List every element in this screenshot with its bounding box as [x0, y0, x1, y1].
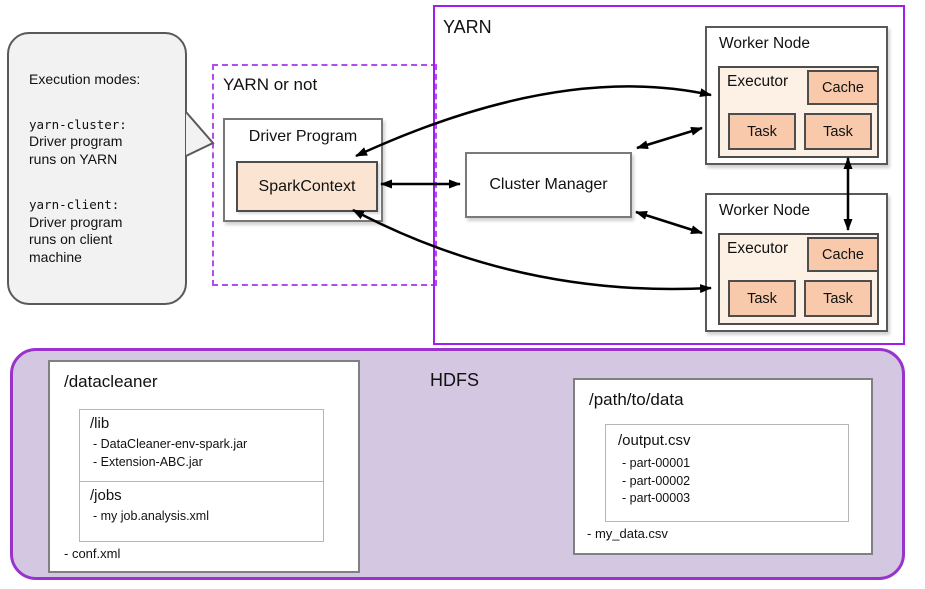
file-entry: - DataCleaner-env-spark.jar — [93, 437, 248, 451]
mode1-desc-line: Driver program — [29, 133, 123, 149]
mode1-desc-line: runs on YARN — [29, 150, 118, 167]
driver-program-label: Driver Program — [248, 128, 358, 145]
worker-node-2: Worker Node Executor Cache Task Task — [705, 193, 888, 332]
cache-box: Cache — [807, 70, 879, 105]
executor-box: Executor Cache Task Task — [718, 66, 879, 158]
folder-title: /jobs — [90, 487, 122, 504]
callout-tail — [185, 111, 215, 157]
yarn-region — [433, 5, 905, 345]
folder-title: /datacleaner — [64, 372, 158, 391]
cache-box: Cache — [807, 237, 879, 272]
mode2-desc-line: runs on client — [29, 231, 113, 247]
hdfs-label: HDFS — [430, 370, 479, 390]
task-box: Task — [728, 280, 796, 317]
executor-label: Executor — [727, 73, 789, 90]
executor-label: Executor — [727, 240, 789, 257]
output-folder-box: /output.csv - part-00001 - part-00002 - … — [605, 424, 849, 522]
mode2-desc-line: Driver program — [29, 213, 123, 230]
yarn-or-not-label: YARN or not — [223, 75, 318, 94]
lib-folder-box: /lib - DataCleaner-env-spark.jar - Exten… — [79, 409, 324, 484]
file-entry: - conf.xml — [64, 546, 121, 561]
jobs-folder-box: /jobs - my job.analysis.xml — [79, 481, 324, 542]
worker-node-label: Worker Node — [719, 35, 811, 52]
datacleaner-folder-panel: /datacleaner /lib - DataCleaner-env-spar… — [48, 360, 360, 573]
yarn-or-not-region — [212, 64, 437, 286]
execution-modes-callout: Execution modes: yarn-cluster: Driver pr… — [7, 32, 187, 305]
file-entry: - part-00001 — [622, 456, 691, 470]
folder-title: /lib — [90, 415, 110, 432]
file-entry: - Extension-ABC.jar — [93, 454, 203, 469]
mode-yarn-cluster: yarn-cluster: — [29, 116, 127, 132]
executor-box: Executor Cache Task Task — [718, 233, 879, 325]
mode-yarn-client: yarn-client: — [29, 197, 120, 212]
file-entry: - part-00002 — [622, 473, 691, 488]
driver-program-box: Driver Program SparkContext — [223, 118, 383, 222]
task-box: Task — [804, 280, 872, 317]
execution-modes-text: Execution modes: yarn-cluster: Driver pr… — [29, 71, 140, 266]
spark-context-box: SparkContext — [236, 161, 378, 212]
file-entry: - part-00003 — [622, 491, 691, 505]
cluster-manager-box: Cluster Manager — [465, 152, 632, 218]
task-box: Task — [728, 113, 796, 150]
path-to-data-folder-panel: /path/to/data /output.csv - part-00001 -… — [573, 378, 873, 555]
callout-title: Execution modes: — [29, 71, 141, 87]
file-entry: - my job.analysis.xml — [93, 509, 209, 523]
folder-title: /output.csv — [618, 432, 691, 449]
yarn-label: YARN — [443, 17, 492, 37]
file-entry: - my_data.csv — [587, 526, 668, 541]
worker-node-label: Worker Node — [719, 202, 811, 219]
worker-node-1: Worker Node Executor Cache Task Task — [705, 26, 888, 165]
task-box: Task — [804, 113, 872, 150]
mode2-desc-line: machine — [29, 248, 82, 265]
folder-title: /path/to/data — [589, 390, 684, 409]
